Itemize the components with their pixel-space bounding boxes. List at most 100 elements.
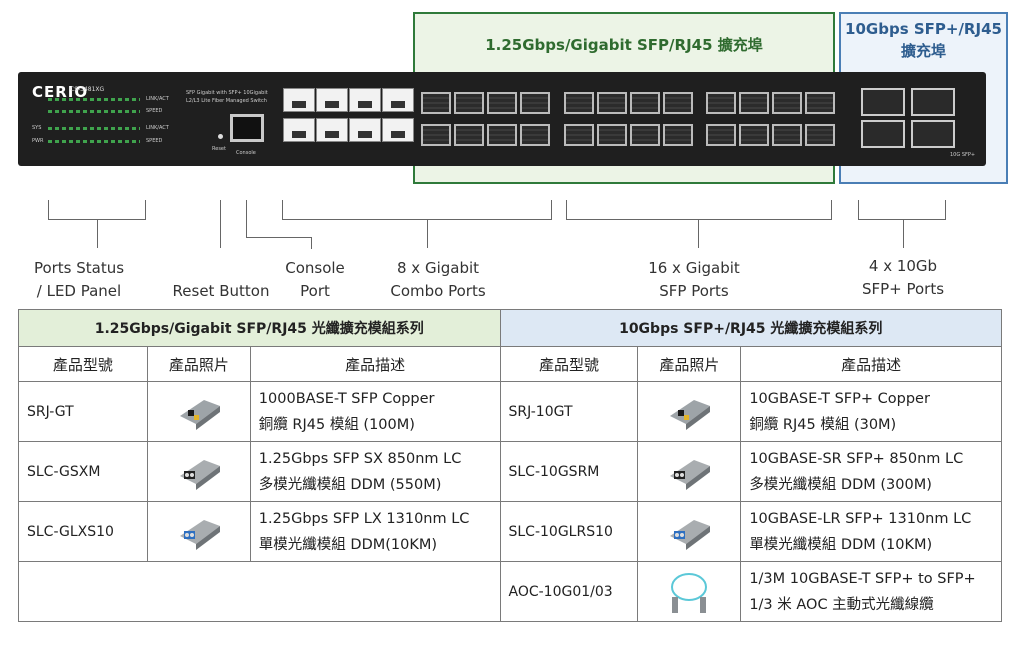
col-header-model: 產品型號 bbox=[18, 346, 148, 382]
desc-line2: 銅纜 RJ45 模組 (30M) bbox=[749, 416, 897, 433]
sfp-port[interactable] bbox=[597, 92, 627, 114]
sfp-port[interactable] bbox=[663, 92, 693, 114]
rj45-port[interactable] bbox=[382, 118, 414, 142]
model-cell: SRJ-10GT bbox=[499, 381, 639, 442]
sfp-port[interactable] bbox=[706, 92, 736, 114]
sfp-port[interactable] bbox=[421, 124, 451, 146]
sfp-port[interactable] bbox=[630, 92, 660, 114]
sfp-plus-singlemode-module-icon bbox=[670, 519, 711, 550]
sfp-port[interactable] bbox=[706, 124, 736, 146]
sfp-port[interactable] bbox=[772, 92, 802, 114]
sfp-port[interactable] bbox=[520, 124, 550, 146]
desc-line1: 10GBASE-LR SFP+ 1310nm LC bbox=[749, 510, 972, 527]
model-cell: SLC-GLXS10 bbox=[18, 501, 148, 562]
brand-logo: CERIO bbox=[32, 83, 89, 101]
sfp-port[interactable] bbox=[564, 124, 594, 146]
col-header-model: 產品型號 bbox=[499, 346, 639, 382]
sfp-plus-port[interactable] bbox=[861, 88, 905, 116]
sfp-port[interactable] bbox=[630, 124, 660, 146]
callout-console-port: Console Port bbox=[276, 257, 354, 303]
rj45-port[interactable] bbox=[316, 88, 348, 112]
leader-tenG bbox=[903, 220, 904, 248]
sfp-copper-module-icon bbox=[179, 399, 220, 430]
bracket-combo bbox=[282, 200, 552, 220]
led-row-1 bbox=[48, 98, 140, 101]
desc-line1: 1000BASE-T SFP Copper bbox=[258, 390, 435, 407]
callout-console-line1: Console bbox=[285, 259, 345, 277]
leader-combo bbox=[427, 220, 428, 248]
module-table: 1.25Gbps/Gigabit SFP/RJ45 光纖擴充模組系列 10Gbp… bbox=[18, 309, 1002, 622]
model-cell: AOC-10G01/03 bbox=[499, 561, 639, 622]
sfp-port[interactable] bbox=[805, 92, 835, 114]
leader-console-h bbox=[246, 237, 312, 238]
desc-cell: 10GBASE-LR SFP+ 1310nm LC 單模光纖模組 DDM (10K… bbox=[740, 501, 1002, 562]
leader-reset bbox=[220, 200, 221, 248]
sfp-port[interactable] bbox=[421, 92, 451, 114]
switch-front-panel bbox=[18, 72, 986, 166]
callout-combo-line1: 8 x Gigabit bbox=[396, 259, 480, 277]
sfp-port[interactable] bbox=[805, 124, 835, 146]
sfp-port[interactable] bbox=[772, 124, 802, 146]
sfp-plus-port[interactable] bbox=[911, 88, 955, 116]
sfp-port[interactable] bbox=[520, 92, 550, 114]
leader-console-v bbox=[246, 200, 247, 238]
module-photo bbox=[146, 381, 251, 442]
led-row-3 bbox=[48, 127, 140, 130]
leader-sfp bbox=[698, 220, 699, 248]
desc-line1: 1/3M 10GBASE-T SFP+ to SFP+ bbox=[749, 570, 976, 587]
sfp-port[interactable] bbox=[454, 124, 484, 146]
led-label-speed-2: SPEED bbox=[146, 138, 163, 144]
bracket-sfp bbox=[566, 200, 832, 220]
desc-cell: 1/3M 10GBASE-T SFP+ to SFP+1/3 米 AOC 主動式… bbox=[740, 561, 1002, 622]
reset-label: Reset bbox=[212, 146, 226, 152]
switch-subtitle-2: L2/L3 Lite Fiber Managed Switch bbox=[186, 98, 267, 104]
sys-label: SYS bbox=[32, 125, 42, 131]
rj45-port[interactable] bbox=[349, 88, 381, 112]
rj45-port[interactable] bbox=[349, 118, 381, 142]
sfp-port[interactable] bbox=[739, 124, 769, 146]
callout-reset-button: Reset Button bbox=[172, 282, 270, 300]
module-photo bbox=[146, 441, 251, 502]
led-row-4 bbox=[48, 140, 140, 143]
desc-line1: 1.25Gbps SFP LX 1310nm LC bbox=[258, 510, 470, 527]
callout-combo-line2: Combo Ports bbox=[390, 282, 486, 300]
led-label-linkact-1: LINK/ACT bbox=[146, 96, 169, 102]
sfp-port[interactable] bbox=[487, 124, 517, 146]
rj45-port[interactable] bbox=[316, 118, 348, 142]
sfp-plus-multimode-module-icon bbox=[670, 459, 711, 490]
sfp-plus-port[interactable] bbox=[861, 120, 905, 148]
col-header-desc: 產品描述 bbox=[740, 346, 1002, 382]
sfp-port[interactable] bbox=[564, 92, 594, 114]
tenG-port-label: 10G SFP+ bbox=[950, 152, 976, 158]
console-port[interactable] bbox=[230, 114, 264, 142]
sfp-port[interactable] bbox=[487, 92, 517, 114]
switch-subtitle-1: SFP Gigabit with SFP+ 10Gigabit bbox=[186, 90, 268, 96]
led-row-2 bbox=[48, 110, 140, 113]
callout-tenG-line1: 4 x 10Gb bbox=[868, 257, 938, 275]
rj45-port[interactable] bbox=[283, 88, 315, 112]
left-table-title: 1.25Gbps/Gigabit SFP/RJ45 光纖擴充模組系列 bbox=[18, 309, 501, 347]
sfp-plus-port[interactable] bbox=[911, 120, 955, 148]
sfp-port[interactable] bbox=[739, 92, 769, 114]
callout-sfp-ports: 16 x Gigabit SFP Ports bbox=[634, 257, 754, 303]
sfp-port[interactable] bbox=[454, 92, 484, 114]
desc-line2: 單模光纖模組 DDM (10KM) bbox=[749, 536, 933, 553]
sfp-port[interactable] bbox=[597, 124, 627, 146]
callout-ports-status-line1: Ports Status bbox=[33, 259, 125, 277]
callout-ports-status: Ports Status / LED Panel bbox=[24, 257, 134, 303]
reset-button[interactable] bbox=[218, 134, 223, 139]
sfp-port[interactable] bbox=[663, 124, 693, 146]
rj45-port[interactable] bbox=[382, 88, 414, 112]
aoc-cable-icon bbox=[671, 572, 708, 613]
right-table-title: 10Gbps SFP+/RJ45 光纖擴充模組系列 bbox=[499, 309, 1002, 347]
desc-line1: 10GBASE-T SFP+ Copper bbox=[749, 390, 930, 407]
pwr-label: PWR bbox=[32, 138, 44, 144]
tenG-expansion-title-line1: 10Gbps SFP+/RJ45 bbox=[845, 20, 1002, 38]
callout-console-line2: Port bbox=[300, 282, 330, 300]
rj45-port[interactable] bbox=[283, 118, 315, 142]
